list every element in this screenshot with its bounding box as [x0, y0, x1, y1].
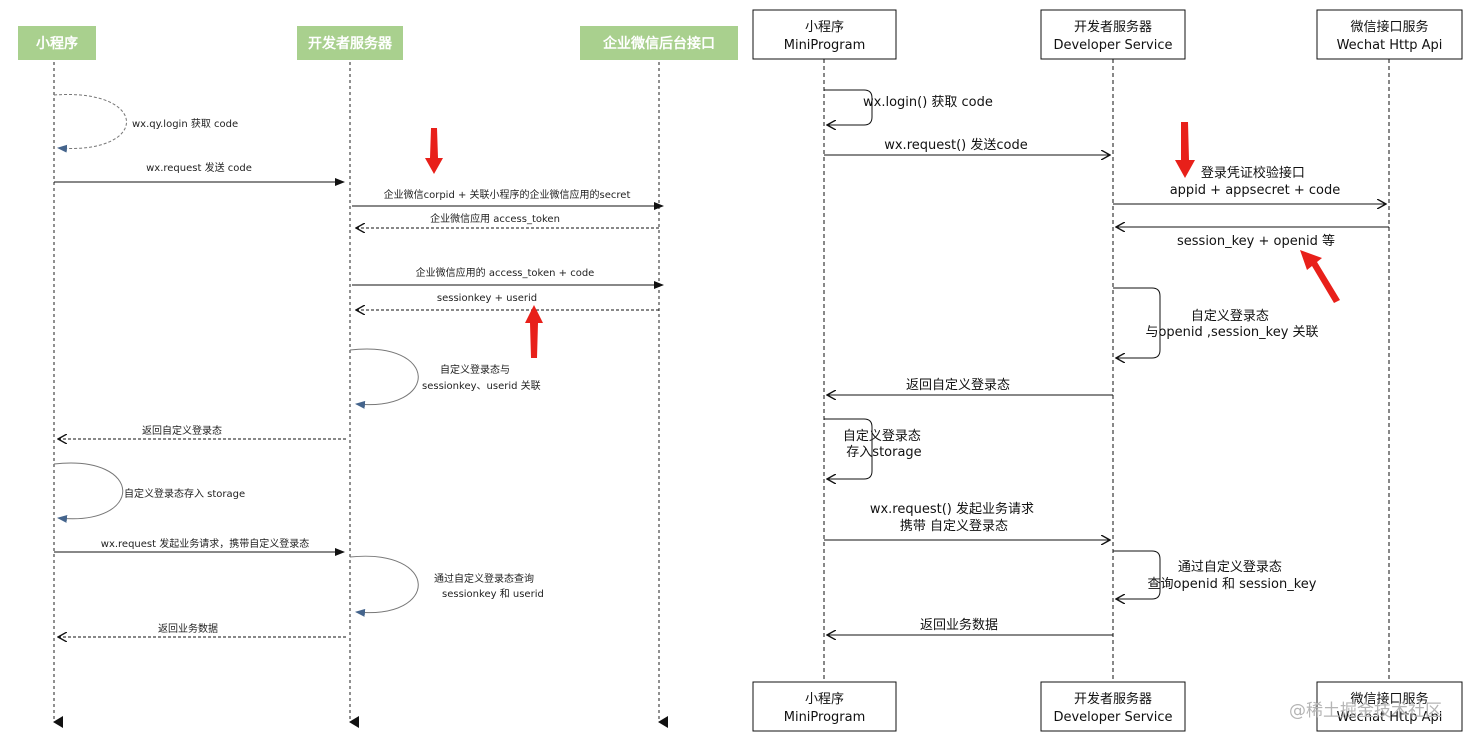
- left-participant-label: 企业微信后台接口: [602, 35, 715, 52]
- right-participant-sub: MiniProgram: [784, 710, 866, 725]
- left-participant-miniprogram: 小程序: [18, 26, 96, 60]
- right-participant-sub: MiniProgram: [784, 38, 866, 53]
- right-message-label: 登录凭证校验接口 appid + appsecret + code: [1170, 165, 1341, 198]
- right-self-call-arrow: [824, 89, 873, 125]
- right-participant-miniprogram: 小程序 MiniProgram: [752, 9, 897, 60]
- right-diagram: 小程序 MiniProgram 开发者服务器 Developer Service…: [752, 9, 1463, 732]
- right-participant-name: 小程序: [805, 20, 844, 35]
- right-message-label: 返回业务数据: [920, 617, 998, 633]
- left-participant-wecom-api: 企业微信后台接口: [580, 26, 738, 60]
- right-participant-sub: Developer Service: [1053, 710, 1172, 725]
- left-participant-label: 小程序: [36, 35, 78, 52]
- left-message-label: 返回业务数据: [158, 622, 218, 635]
- right-participant-name: 开发者服务器: [1074, 691, 1152, 707]
- left-message-label: wx.request 发送 code: [146, 161, 252, 174]
- left-self-call-label: 自定义登录态存入 storage: [124, 487, 245, 500]
- right-participant-server-bottom: 开发者服务器 Developer Service: [1040, 681, 1186, 732]
- left-self-call-arrow: [349, 348, 419, 409]
- left-self-call-label: wx.qy.login 获取 code: [132, 118, 238, 130]
- left-self-call-arrow: [53, 462, 124, 523]
- right-message-label: wx.request() 发起业务请求 携带 自定义登录态: [870, 501, 1038, 534]
- left-self-call-label: 自定义登录态与 sessionkey、userid 关联: [422, 363, 541, 392]
- left-red-highlight-arrow: [425, 128, 443, 174]
- right-participant-wechat-api: 微信接口服务 Wechat Http Api: [1316, 9, 1463, 60]
- right-self-call-arrow: [1113, 287, 1161, 358]
- right-self-call-label: 自定义登录态 与openid ,session_key 关联: [1145, 309, 1318, 340]
- left-message-label: 企业微信corpid + 关联小程序的企业微信应用的secret: [384, 188, 631, 201]
- right-participant-sub: Wechat Http Api: [1337, 710, 1443, 725]
- left-message-label: sessionkey + userid: [437, 293, 537, 304]
- right-participant-sub: Wechat Http Api: [1337, 38, 1443, 53]
- left-self-call-label: 通过自定义登录态查询 sessionkey 和 userid: [434, 572, 544, 600]
- left-red-highlight-arrow: [525, 305, 543, 358]
- right-red-highlight-arrow: [1300, 250, 1340, 303]
- left-participant-server: 开发者服务器: [297, 26, 403, 60]
- left-message-label: 企业微信应用 access_token: [430, 212, 560, 225]
- right-self-call-label: 自定义登录态 存入storage: [843, 429, 925, 460]
- right-message-label: 返回自定义登录态: [906, 378, 1010, 393]
- right-participant-name: 小程序: [805, 692, 844, 707]
- right-message-label: session_key + openid 等: [1177, 233, 1335, 249]
- right-self-call-label: wx.login() 获取 code: [863, 95, 993, 110]
- left-message-label: wx.request 发起业务请求，携带自定义登录态: [101, 537, 309, 550]
- left-participant-label: 开发者服务器: [308, 35, 393, 52]
- left-message-label: 企业微信应用的 access_token + code: [416, 266, 595, 279]
- right-participant-name: 微信接口服务: [1350, 691, 1428, 707]
- right-participant-name: 微信接口服务: [1350, 19, 1428, 35]
- right-participant-wechat-api-bottom: 微信接口服务 Wechat Http Api: [1316, 681, 1463, 732]
- right-message-label: wx.request() 发送code: [884, 137, 1028, 153]
- right-red-highlight-arrow: [1175, 122, 1195, 178]
- right-participant-sub: Developer Service: [1053, 38, 1172, 53]
- left-message-label: 返回自定义登录态: [142, 424, 222, 437]
- right-participant-miniprogram-bottom: 小程序 MiniProgram: [752, 681, 897, 732]
- right-participant-name: 开发者服务器: [1074, 19, 1152, 35]
- right-self-call-arrow: [1113, 550, 1161, 599]
- right-self-call-label: 通过自定义登录态 查询openid 和 session_key: [1148, 560, 1317, 592]
- watermark: @稀土掘金技术社区: [1289, 701, 1442, 721]
- left-diagram: 小程序 开发者服务器 企业微信后台接口 wx.qy.login 获取 code …: [18, 26, 738, 728]
- right-self-call-arrow: [824, 418, 873, 479]
- left-self-call-arrow: [53, 94, 127, 153]
- right-participant-server: 开发者服务器 Developer Service: [1040, 9, 1186, 60]
- left-self-call-arrow: [349, 555, 419, 617]
